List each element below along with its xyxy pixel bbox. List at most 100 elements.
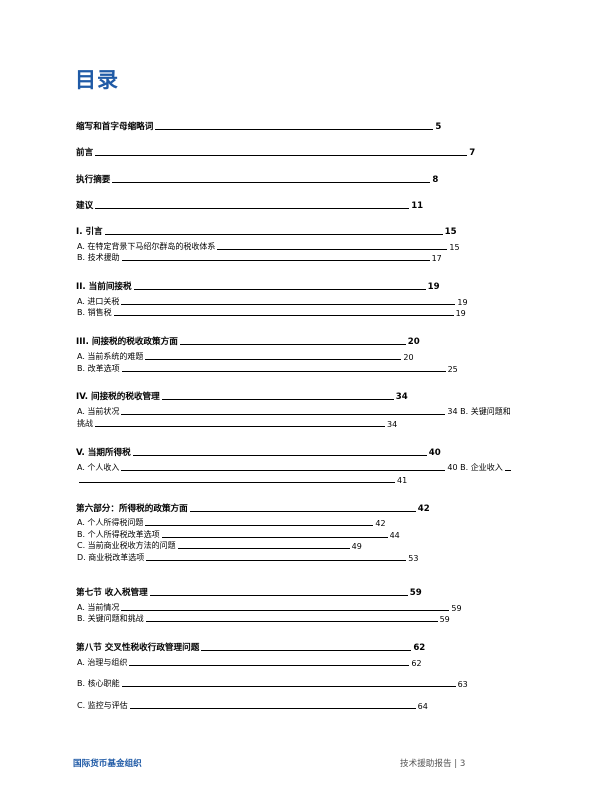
toc-leader: [121, 371, 446, 372]
toc-entry[interactable]: 第六部分：所得税的政策方面 42: [76, 502, 430, 514]
footer-organization: 国际货币基金组织: [73, 759, 142, 769]
page-title: 目录: [75, 68, 119, 92]
toc-entry-page: 34: [387, 420, 398, 429]
toc-leader: [189, 511, 416, 512]
toc-entry-page: 44: [389, 531, 400, 540]
toc-leader: [129, 665, 410, 666]
toc-entry[interactable]: B. 个人所得税改革选项 44: [76, 528, 400, 540]
toc-leader: [217, 249, 448, 250]
toc-entry-label: B. 改革选项: [77, 364, 120, 373]
toc-entry[interactable]: A. 当前系统的难题 20: [76, 350, 414, 362]
toc-leader: [177, 548, 350, 549]
toc-entry-label: 前言: [76, 148, 94, 158]
toc-entry-page: 19: [457, 298, 468, 307]
toc-leader: [121, 610, 450, 611]
toc-entry-page: 62: [413, 643, 426, 653]
toc-leader: [121, 470, 446, 471]
toc-leader: [146, 560, 407, 561]
toc-entry[interactable]: 41: [76, 473, 407, 485]
toc-entry-label: B. 核心职能: [77, 679, 120, 688]
toc-entry[interactable]: 前言 7: [76, 146, 475, 158]
toc-entry-page: 59: [439, 615, 450, 624]
toc-entry-label: A. 当前状况: [77, 407, 120, 416]
toc-entry-page: 62: [411, 659, 422, 668]
toc-leader: [121, 414, 446, 415]
toc-leader: [121, 686, 456, 687]
toc-leader: [145, 359, 402, 360]
toc-entry-page: 59: [451, 604, 462, 613]
toc-entry-page: 42: [417, 504, 430, 514]
toc-entry-page: 42: [375, 519, 386, 528]
toc-entry[interactable]: C. 当前商业税收方法的问题 49: [76, 539, 362, 551]
toc-entry[interactable]: A. 当前状况 34 B. 关键问题和: [76, 405, 511, 417]
toc-entry[interactable]: III. 间接税的税收政策方面 20: [76, 335, 420, 347]
toc-entry-page: 53: [408, 554, 419, 563]
toc-entry-label: A. 进口关税: [77, 297, 120, 306]
toc-leader: [149, 595, 408, 596]
toc-entry-label: C. 监控与评估: [77, 701, 128, 710]
toc-leader: [161, 537, 388, 538]
toc-entry[interactable]: IV. 间接税的税收管理 34: [76, 390, 408, 402]
toc-leader: [113, 315, 454, 316]
toc-entry-page: 40 B. 企业收入: [447, 463, 503, 472]
toc-entry-page: 34 B. 关键问题和: [447, 407, 511, 416]
toc-entry[interactable]: A. 治理与组织 62: [76, 656, 422, 668]
toc-entry-label: IV. 间接税的税收管理: [76, 392, 160, 402]
toc-entry-page: 15: [444, 227, 457, 237]
toc-entry-page: 19: [427, 282, 440, 292]
toc-entry-label: A. 当前情况: [77, 603, 120, 612]
toc-entry-label: III. 间接税的税收政策方面: [76, 337, 178, 347]
toc-entry-label: V. 当期所得税: [76, 448, 131, 458]
toc-entry-page: 17: [431, 254, 442, 263]
toc-leader: [155, 129, 434, 130]
toc-entry-label: C. 当前商业税收方法的问题: [77, 541, 176, 550]
toc-entry-page: 20: [403, 353, 414, 362]
toc-leader: [145, 621, 438, 622]
toc-leader: [79, 482, 395, 483]
toc-leader: [132, 455, 427, 456]
toc-leader: [504, 470, 511, 471]
toc-leader: [104, 234, 443, 235]
toc-entry-page: 40: [428, 448, 441, 458]
toc-entry[interactable]: A. 进口关税 19: [76, 295, 468, 307]
toc-entry-label: B. 销售税: [77, 308, 112, 317]
footer-report-page: 技术援助报告 | 3: [400, 759, 466, 769]
toc-leader: [179, 344, 406, 345]
toc-entry-label: A. 当前系统的难题: [77, 352, 144, 361]
toc-entry[interactable]: A. 当前情况 59: [76, 601, 462, 613]
toc-entry-label: B. 个人所得税改革选项: [77, 530, 160, 539]
toc-entry-label: 第七节 收入税管理: [76, 588, 148, 598]
toc-entry-label: I. 引言: [76, 227, 103, 237]
toc-entry-label: 第六部分：所得税的政策方面: [76, 504, 188, 514]
toc-entry-page: 34: [395, 392, 408, 402]
toc-leader: [95, 208, 410, 209]
toc-entry-page: 8: [432, 175, 439, 185]
toc-entry[interactable]: V. 当期所得税 40: [76, 446, 441, 458]
toc-entry-label: A. 治理与组织: [77, 658, 128, 667]
toc-entry-page: 7: [469, 148, 476, 158]
toc-entry-page: 20: [407, 337, 420, 347]
toc-leader: [145, 525, 374, 526]
toc-entry[interactable]: I. 引言 15: [76, 225, 457, 237]
toc-entry-page: 49: [351, 542, 362, 551]
toc-entry-label: 缩写和首字母缩略词: [76, 122, 154, 132]
toc-leader: [121, 304, 456, 305]
